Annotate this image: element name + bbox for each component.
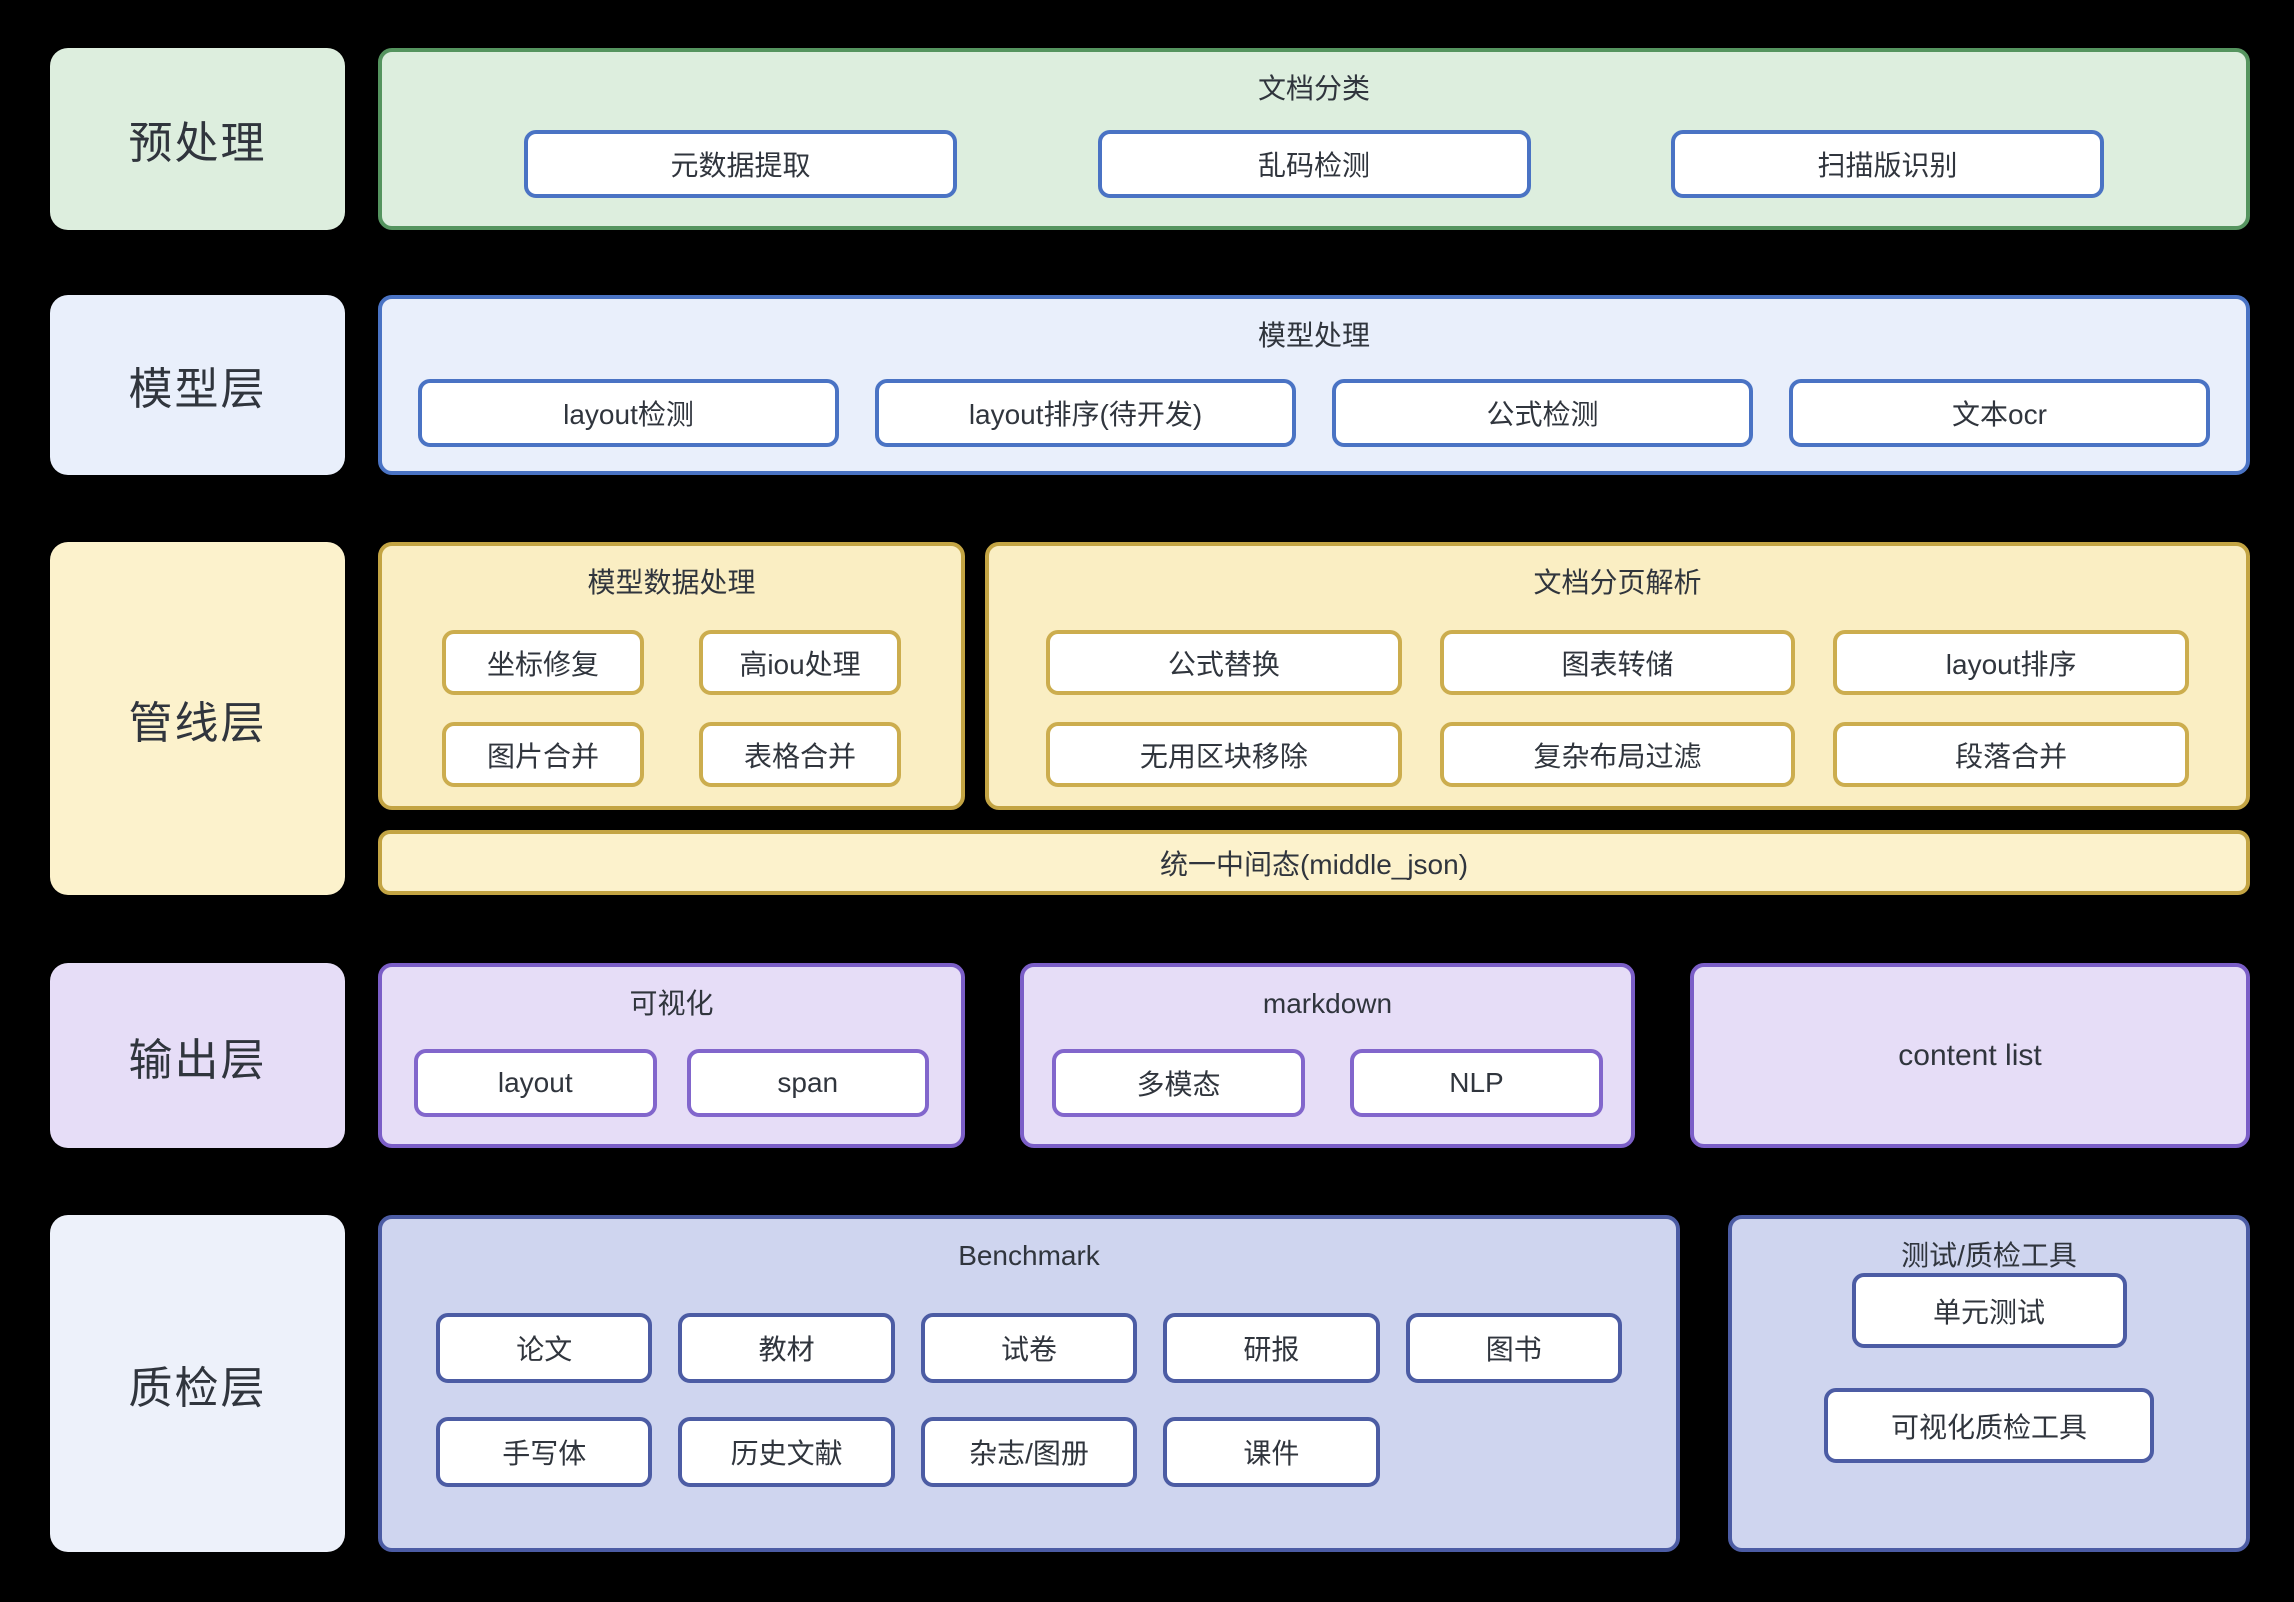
pipeline-groups: 模型数据处理 坐标修复 高iou处理 图片合并 表格合并 文档分页解析 公式替换… (378, 542, 2250, 810)
node-image-merge: 图片合并 (442, 722, 644, 787)
node-layout-sort-todo: layout排序(待开发) (875, 379, 1296, 447)
layer-label-preprocessing: 预处理 (50, 48, 345, 230)
node-formula-replacement: 公式替换 (1046, 630, 1402, 695)
node-layout-visualization: layout (414, 1049, 657, 1117)
layer-row-output: 输出层 可视化 layout span markdown 多模态 NLP con… (50, 963, 2250, 1148)
group-model-processing: 模型处理 layout检测 layout排序(待开发) 公式检测 文本ocr (378, 295, 2250, 475)
node-visual-qc-tool: 可视化质检工具 (1824, 1388, 2154, 1463)
node-book: 图书 (1405, 1313, 1622, 1383)
group-visualization: 可视化 layout span (378, 963, 965, 1148)
layer-label-model: 模型层 (50, 295, 345, 475)
node-formula-detection: 公式检测 (1332, 379, 1753, 447)
group-title-document-classification: 文档分类 (1257, 73, 1370, 104)
layer-row-model: 模型层 模型处理 layout检测 layout排序(待开发) 公式检测 文本o… (50, 295, 2250, 475)
node-layout-detection: layout检测 (418, 379, 839, 447)
node-row: 多模态 NLP (1024, 1049, 1631, 1117)
bar-unified-middle-json: 统一中间态(middle_json) (378, 830, 2250, 895)
node-magazine-album: 杂志/图册 (920, 1417, 1138, 1487)
layer-label-pipeline: 管线层 (50, 542, 345, 895)
node-complex-layout-filter: 复杂布局过滤 (1439, 722, 1796, 787)
group-test-qc-tools: 测试/质检工具 单元测试 可视化质检工具 (1728, 1215, 2250, 1552)
content-list-label: content list (1898, 1038, 2042, 1072)
layer-label-output: 输出层 (50, 963, 345, 1148)
layer-row-pipeline: 管线层 模型数据处理 坐标修复 高iou处理 图片合并 表格合并 文档分页解析 … (50, 542, 2250, 895)
node-grid: 论文 教材 试卷 研报 图书 手写体 历史文献 杂志/图册 课件 (382, 1313, 1676, 1487)
group-markdown: markdown 多模态 NLP (1020, 963, 1635, 1148)
node-chart-dump: 图表转储 (1439, 630, 1796, 695)
group-title-test-qc-tools: 测试/质检工具 (1901, 1240, 2077, 1271)
node-text-ocr: 文本ocr (1789, 379, 2210, 447)
node-textbook: 教材 (678, 1313, 895, 1383)
group-document-classification: 文档分类 元数据提取 乱码检测 扫描版识别 (378, 48, 2250, 230)
node-garbled-text-detection: 乱码检测 (1097, 130, 1531, 198)
group-benchmark: Benchmark 论文 教材 试卷 研报 图书 手写体 历史文献 杂志/图册 … (378, 1215, 1680, 1552)
node-span-visualization: span (686, 1049, 929, 1117)
node-historical-documents: 历史文献 (678, 1417, 895, 1487)
node-multimodal: 多模态 (1052, 1049, 1305, 1117)
node-layout-sort: layout排序 (1833, 630, 2189, 695)
node-row: layout span (382, 1049, 961, 1117)
node-exam-paper: 试卷 (920, 1313, 1138, 1383)
group-title-markdown: markdown (1262, 988, 1393, 1019)
layer-label-qc: 质检层 (50, 1215, 345, 1552)
group-title-visualization: 可视化 (629, 988, 714, 1019)
node-grid: 坐标修复 高iou处理 图片合并 表格合并 (382, 630, 961, 787)
group-model-data-processing: 模型数据处理 坐标修复 高iou处理 图片合并 表格合并 (378, 542, 965, 810)
node-grid: 公式替换 图表转储 layout排序 无用区块移除 复杂布局过滤 段落合并 (989, 630, 2246, 787)
node-useless-block-removal: 无用区块移除 (1046, 722, 1402, 787)
node-high-iou-processing: 高iou处理 (699, 630, 901, 695)
node-row: layout检测 layout排序(待开发) 公式检测 文本ocr (382, 379, 2246, 447)
node-paragraph-merge: 段落合并 (1833, 722, 2189, 787)
node-research-report: 研报 (1163, 1313, 1380, 1383)
group-title-model-processing: 模型处理 (1257, 320, 1370, 351)
node-courseware: 课件 (1163, 1417, 1380, 1487)
node-paper: 论文 (436, 1313, 653, 1383)
group-title-document-page-parsing: 文档分页解析 (1533, 567, 1702, 598)
group-document-page-parsing: 文档分页解析 公式替换 图表转储 layout排序 无用区块移除 复杂布局过滤 … (985, 542, 2250, 810)
node-table-merge: 表格合并 (699, 722, 901, 787)
node-nlp: NLP (1350, 1049, 1603, 1117)
node-scanned-version-recognition: 扫描版识别 (1671, 130, 2104, 198)
node-coordinate-repair: 坐标修复 (442, 630, 644, 695)
layer-row-preprocessing: 预处理 文档分类 元数据提取 乱码检测 扫描版识别 (50, 48, 2250, 230)
node-metadata-extraction: 元数据提取 (524, 130, 957, 198)
layer-row-qc: 质检层 Benchmark 论文 教材 试卷 研报 图书 手写体 历史文献 杂志… (50, 1215, 2250, 1552)
node-row: 元数据提取 乱码检测 扫描版识别 (382, 130, 2246, 198)
group-title-benchmark: Benchmark (958, 1240, 1100, 1271)
node-handwriting: 手写体 (436, 1417, 653, 1487)
node-unit-test: 单元测试 (1851, 1273, 2127, 1348)
group-title-model-data-processing: 模型数据处理 (587, 567, 756, 598)
box-content-list: content list (1690, 963, 2250, 1148)
